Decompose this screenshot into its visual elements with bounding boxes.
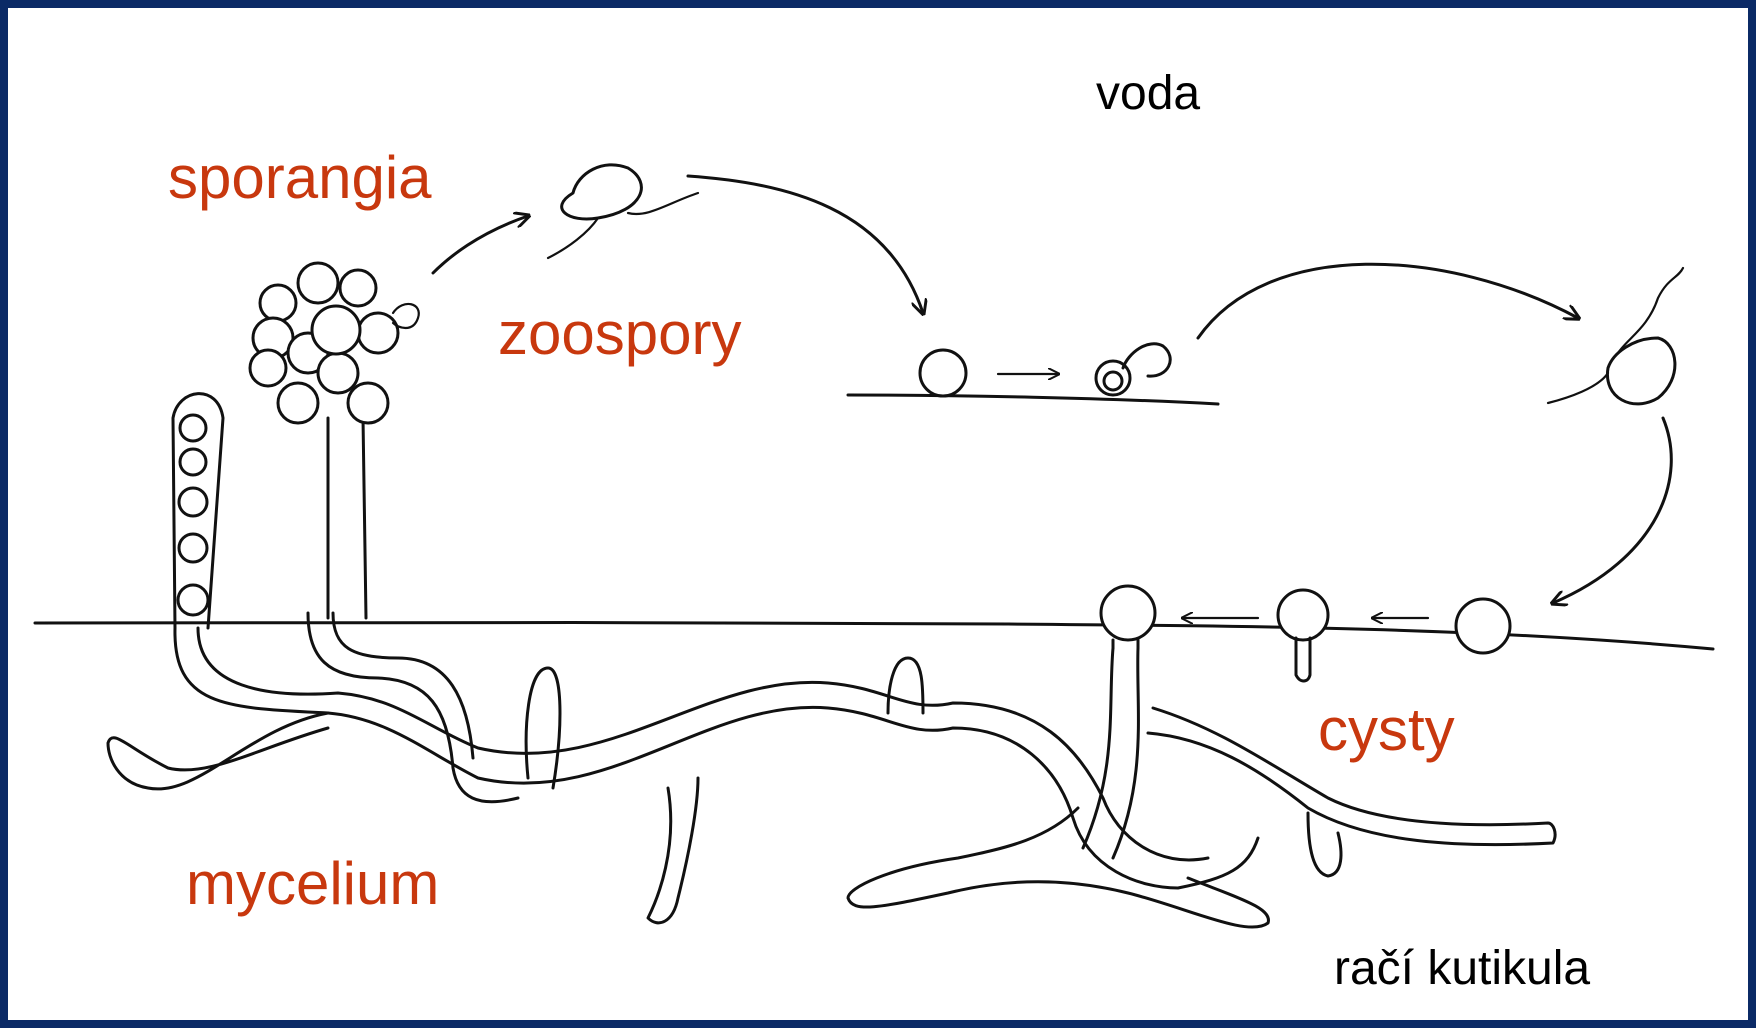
label-sporangia: sporangia <box>168 148 432 208</box>
zoospore-secondary <box>1548 268 1683 603</box>
label-voda: voda <box>1096 70 1200 118</box>
zoospore-top <box>433 165 923 313</box>
sporangium-tube <box>173 394 223 628</box>
label-raci-kutikula: račí kutikula <box>1334 945 1590 993</box>
label-mycelium: mycelium <box>186 854 439 914</box>
sporangium-cluster <box>250 263 419 618</box>
label-zoospory: zoospory <box>498 304 741 364</box>
slide-canvas: voda sporangia zoospory cysty mycelium r… <box>8 8 1748 1020</box>
upper-encystment <box>848 264 1578 404</box>
label-cysty: cysty <box>1318 700 1455 760</box>
